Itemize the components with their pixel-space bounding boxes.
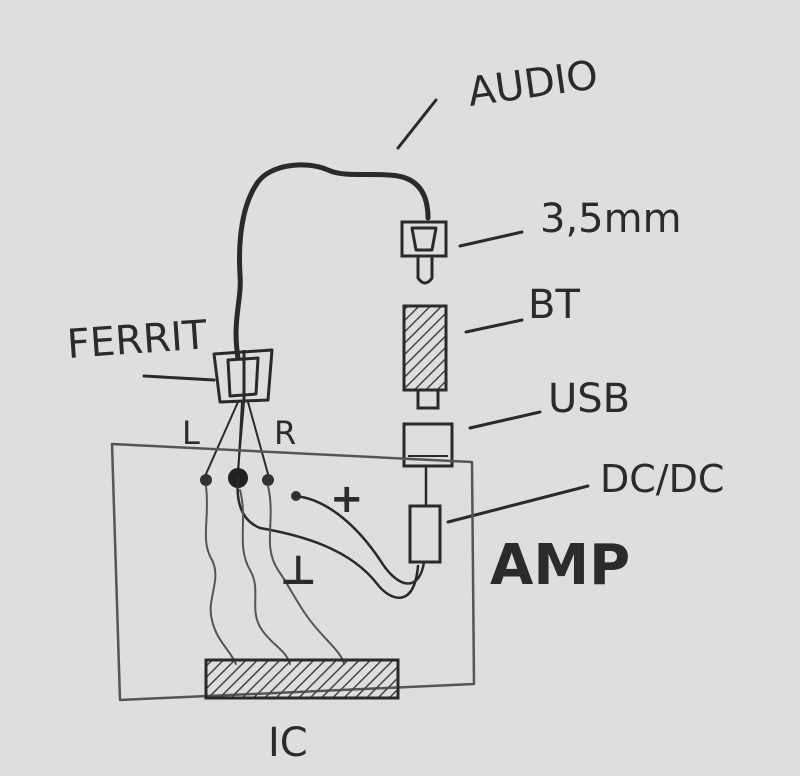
ferrite-bead	[212, 348, 274, 404]
ferrit-leader	[142, 374, 216, 382]
bt-leader	[464, 318, 524, 334]
ground-label: ⊥	[280, 548, 317, 594]
dcdc-label: DC/DC	[600, 457, 724, 501]
bt-module	[402, 304, 448, 410]
ic-chip	[204, 658, 400, 700]
usb-leader	[468, 410, 542, 430]
jack-label: 3,5mm	[540, 196, 682, 242]
left-label: L	[182, 414, 200, 452]
usb-socket	[402, 422, 454, 468]
center-wire	[237, 401, 245, 471]
jack-leader	[458, 230, 524, 248]
usb-label: USB	[548, 376, 630, 422]
trace-right	[267, 485, 345, 665]
audio-leader	[396, 98, 438, 150]
ferrit-label: FERRIT	[65, 312, 209, 368]
audio-cable	[233, 162, 431, 361]
bt-label: BT	[528, 282, 580, 328]
ic-label: IC	[268, 720, 308, 766]
amp-label: AMP	[490, 533, 630, 598]
trace-ground	[239, 489, 291, 665]
jack-connector	[400, 220, 448, 285]
left-channel-wire	[205, 401, 239, 475]
right-pad	[262, 474, 274, 486]
left-pad	[200, 474, 212, 486]
right-channel-wire	[247, 401, 269, 475]
trace-left	[204, 485, 237, 665]
amp-board	[110, 442, 476, 702]
right-label: R	[274, 414, 296, 452]
plus-label: +	[330, 476, 364, 522]
